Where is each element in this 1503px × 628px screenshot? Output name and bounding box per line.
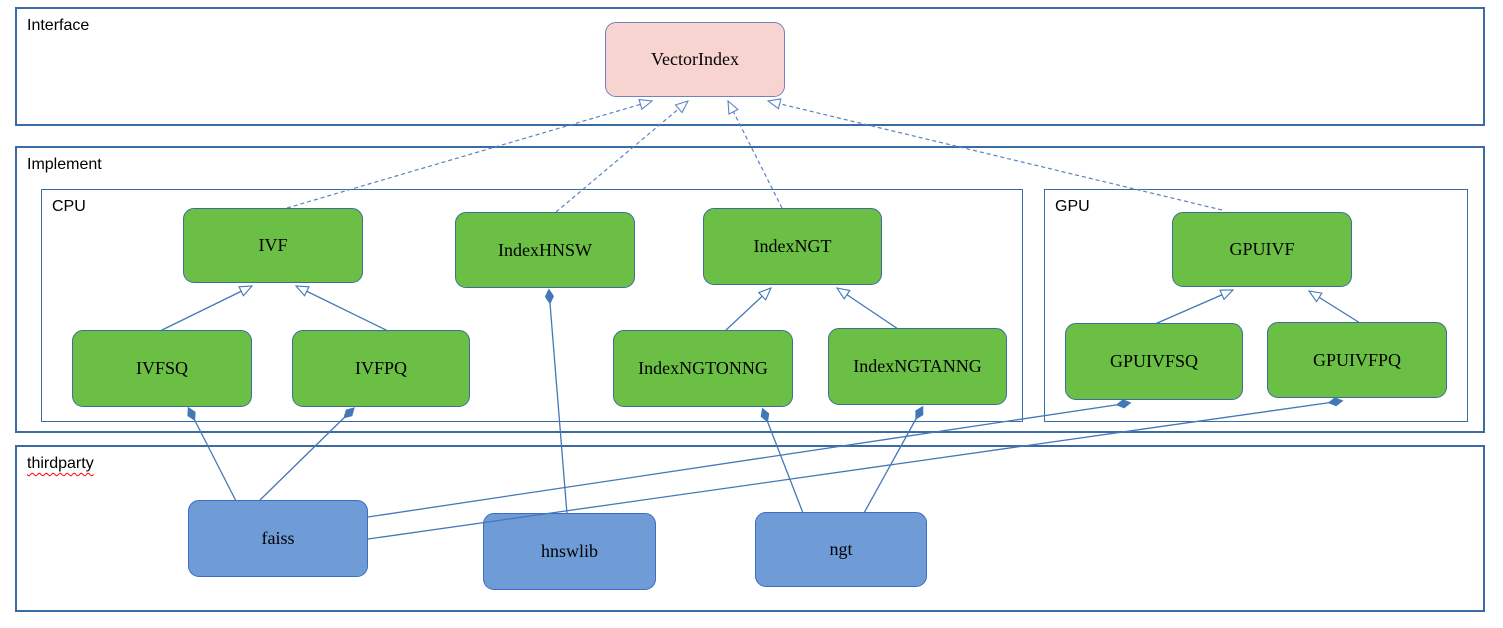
node-hnswlib: hnswlib [483, 513, 656, 590]
node-gpuivf: GPUIVF [1172, 212, 1352, 287]
node-indexhnsw: IndexHNSW [455, 212, 635, 288]
node-vectorindex: VectorIndex [605, 22, 785, 97]
interface-section-label: Interface [27, 17, 90, 34]
node-ivfpq: IVFPQ [292, 330, 470, 407]
node-gpuivfpq: GPUIVFPQ [1267, 322, 1447, 398]
node-ivf: IVF [183, 208, 363, 283]
node-gpuivfsq: GPUIVFSQ [1065, 323, 1243, 400]
thirdparty-section-label: thirdparty [27, 455, 94, 472]
node-ngt: ngt [755, 512, 927, 587]
implement-section-label: Implement [27, 156, 102, 173]
node-indexngtonng: IndexNGTONNG [613, 330, 793, 407]
cpu-section-label: CPU [52, 198, 86, 215]
node-faiss: faiss [188, 500, 368, 577]
node-indexngtanng: IndexNGTANNG [828, 328, 1007, 405]
gpu-section-label: GPU [1055, 198, 1090, 215]
node-indexngt: IndexNGT [703, 208, 882, 285]
node-ivfsq: IVFSQ [72, 330, 252, 407]
